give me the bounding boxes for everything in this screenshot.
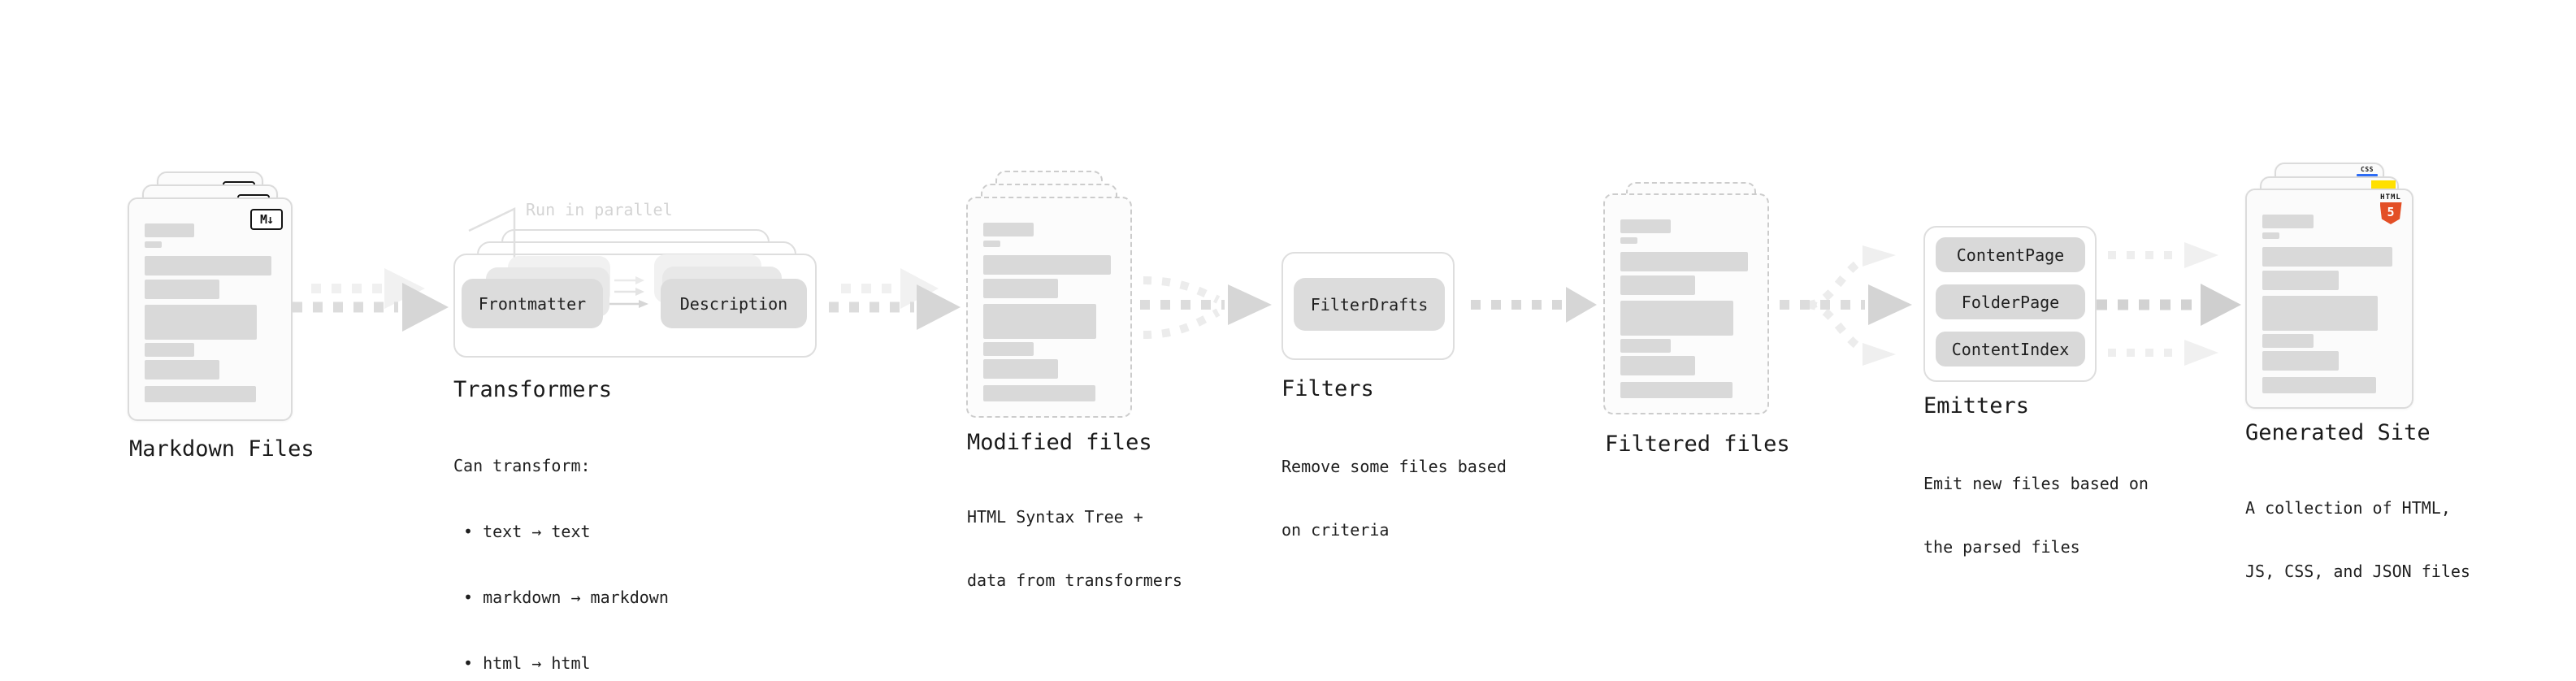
markdown-icon: M↓ bbox=[250, 209, 283, 230]
document-content-skeleton bbox=[2262, 204, 2396, 393]
caption-line: Can transform: bbox=[453, 456, 591, 475]
modified-files-label: Modified files bbox=[967, 430, 1152, 455]
js-icon bbox=[2371, 180, 2396, 191]
flow-arrow-folderpage-output bbox=[2097, 284, 2241, 326]
modified-files-caption: HTML Syntax Tree + data from transformer… bbox=[967, 464, 1182, 633]
document-content-skeleton bbox=[1620, 209, 1752, 398]
generated-site-stack: CSS HTML 5 bbox=[2245, 163, 2413, 409]
file-card: M↓ bbox=[128, 197, 293, 421]
markdown-files-stack: M↓ M↓ M↓ bbox=[128, 171, 293, 421]
caption-line: • html → html bbox=[463, 653, 591, 673]
emitter-chip-contentindex: ContentIndex bbox=[1936, 332, 2085, 367]
filters-caption: Remove some files based on criteria bbox=[1281, 414, 1507, 583]
document-content-skeleton bbox=[983, 212, 1115, 401]
transformers-label: Transformers bbox=[453, 377, 613, 402]
flow-arrow-contentpage-output bbox=[2108, 242, 2218, 268]
caption-line: Remove some files based bbox=[1281, 457, 1507, 476]
caption-line: Emit new files based on bbox=[1923, 474, 2149, 493]
filtered-files-label: Filtered files bbox=[1605, 432, 1790, 457]
flow-arrow-markdown-to-transformers bbox=[293, 268, 449, 332]
emitter-chip-contentpage: ContentPage bbox=[1936, 237, 2085, 272]
flow-arrow-filters-to-filtered bbox=[1471, 287, 1597, 323]
run-in-parallel-label: Run in parallel bbox=[526, 200, 673, 219]
file-card bbox=[966, 197, 1132, 418]
transformer-chip-description: Description bbox=[661, 279, 807, 328]
transformer-chip-frontmatter: Frontmatter bbox=[462, 279, 603, 328]
modified-files-stack bbox=[966, 171, 1132, 418]
caption-line: on criteria bbox=[1281, 520, 1390, 540]
flow-arrow-transformers-to-modified bbox=[829, 268, 961, 330]
html5-icon: HTML 5 bbox=[2378, 193, 2404, 224]
emitters-caption: Emit new files based on the parsed files bbox=[1923, 431, 2149, 600]
caption-line: • text → text bbox=[463, 522, 591, 541]
file-card: HTML 5 bbox=[2245, 189, 2413, 409]
parallel-mini-arrows bbox=[609, 276, 648, 308]
emitters-label: Emitters bbox=[1923, 393, 2030, 419]
flow-arrow-merge-into-filters bbox=[1140, 276, 1272, 339]
emitter-chip-folderpage: FolderPage bbox=[1936, 284, 2085, 319]
filters-label: Filters bbox=[1281, 376, 1374, 401]
document-content-skeleton bbox=[145, 213, 275, 402]
filtered-files-stack bbox=[1603, 182, 1769, 418]
generated-site-caption: A collection of HTML, JS, CSS, and JSON … bbox=[2245, 455, 2470, 624]
caption-line: • markdown → markdown bbox=[463, 588, 669, 607]
caption-line: A collection of HTML, bbox=[2245, 498, 2451, 518]
transformers-caption: Can transform: • text → text • markdown … bbox=[453, 411, 669, 681]
css-icon: CSS bbox=[2357, 166, 2378, 176]
filter-chip-filterdrafts: FilterDrafts bbox=[1294, 278, 1445, 331]
flow-arrow-contentindex-output bbox=[2108, 340, 2218, 366]
generated-site-label: Generated Site bbox=[2245, 420, 2431, 445]
markdown-files-label: Markdown Files bbox=[129, 436, 314, 462]
caption-line: the parsed files bbox=[1923, 537, 2080, 557]
file-card bbox=[1603, 193, 1769, 414]
caption-line: HTML Syntax Tree + bbox=[967, 507, 1143, 527]
flow-arrow-split-into-emitters bbox=[1780, 245, 1912, 366]
caption-line: JS, CSS, and JSON files bbox=[2245, 562, 2470, 581]
caption-line: data from transformers bbox=[967, 570, 1182, 590]
